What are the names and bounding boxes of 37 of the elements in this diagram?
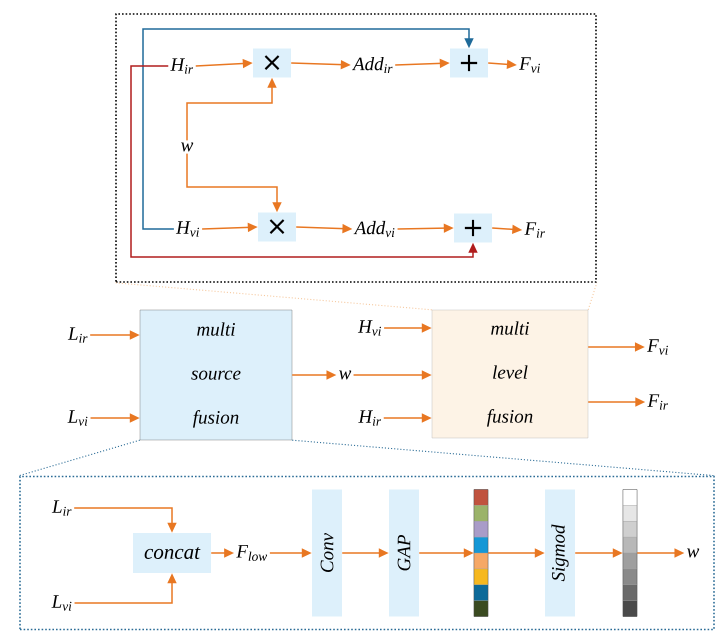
variable-label: F$_{ir}$ [524, 222, 546, 238]
operator-box: concat [133, 533, 211, 573]
feature-vector-bar [474, 489, 488, 617]
variable-label: H$_{ir}$ [170, 58, 194, 74]
operator-box: + [454, 214, 492, 242]
variable-label: F$_{vi}$ [519, 57, 540, 73]
zoom-line [19, 440, 140, 476]
variable-label: w [339, 370, 352, 380]
variable-label: H$_{ir}$ [358, 410, 382, 426]
module-box: multi level fusion [432, 310, 588, 438]
dashed-frame [115, 13, 597, 283]
variable-label: H$_{vi}$ [358, 320, 381, 336]
variable-label: w [687, 548, 700, 558]
module-box: multi source fusion [140, 310, 292, 440]
variable-label: H$_{vi}$ [176, 221, 200, 237]
zoom-line [588, 282, 598, 310]
variable-label: Add$_{vi}$ [354, 220, 394, 238]
operator-box: × [253, 48, 291, 78]
variable-label: F$_{low}$ [236, 545, 268, 561]
variable-label: F$_{vi}$ [647, 339, 668, 355]
variable-label: L$_{ir}$ [52, 500, 72, 516]
operator-box: × [258, 212, 296, 242]
layer-box: GAP [389, 490, 419, 616]
dashed-frame [19, 476, 715, 630]
variable-label: L$_{vi}$ [67, 410, 88, 426]
variable-label: w [181, 142, 194, 152]
operator-box: + [450, 48, 488, 78]
variable-label: Add$_{ir}$ [352, 57, 393, 74]
variable-label: L$_{vi}$ [51, 595, 72, 611]
layer-box: Conv [312, 490, 342, 616]
arrow [142, 28, 474, 230]
zoom-line [115, 282, 432, 310]
weight-vector-bar [622, 489, 638, 617]
variable-label: L$_{ir}$ [68, 327, 88, 343]
zoom-line [292, 440, 715, 476]
layer-box: Sigmod [545, 490, 575, 616]
variable-label: F$_{ir}$ [647, 394, 668, 410]
